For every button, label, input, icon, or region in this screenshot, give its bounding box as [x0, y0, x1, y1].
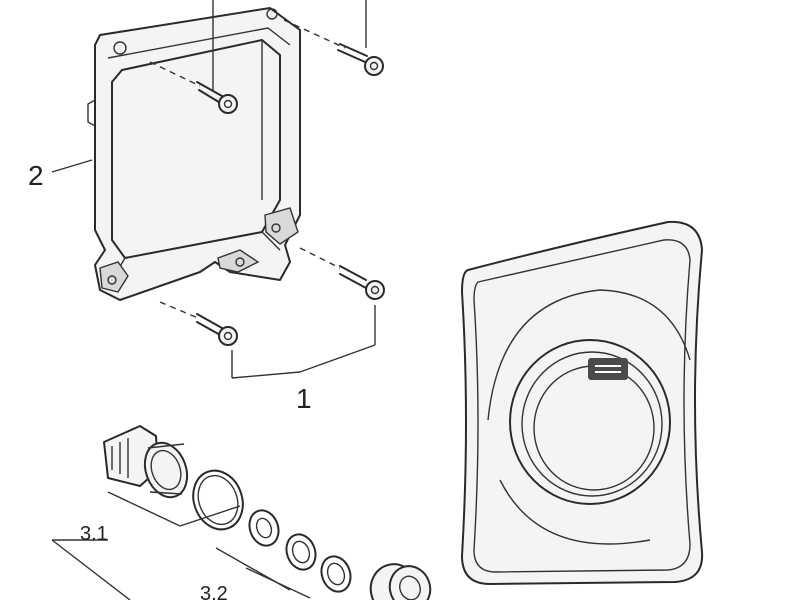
- washer-2: [285, 533, 317, 571]
- seals-callout-label: 3.2: [200, 583, 228, 600]
- cover-plate: [461, 220, 704, 585]
- screw-bottom-left: [159, 301, 238, 346]
- frame-callout-leader: [51, 159, 93, 173]
- brand-logo: [588, 358, 628, 380]
- screw-top-center: [149, 61, 238, 114]
- washer-1: [248, 509, 280, 547]
- cartridge-valve: [103, 425, 189, 499]
- screws-callout-bracket: [231, 305, 376, 379]
- frame-callout-label: 2: [28, 160, 44, 191]
- cartridge-callout-label: 3.1: [80, 523, 108, 545]
- screw-bottom-right: [299, 247, 385, 300]
- valve-body: [369, 563, 432, 600]
- washer-3: [320, 555, 352, 593]
- seals-callout-leaders: [215, 547, 311, 599]
- screw-top-right: [283, 19, 384, 76]
- mounting-frame: [87, 7, 301, 301]
- cartridge-callout-leaders: [51, 491, 241, 600]
- screws-callout-label: 1: [296, 383, 312, 414]
- o-ring-large: [192, 469, 244, 531]
